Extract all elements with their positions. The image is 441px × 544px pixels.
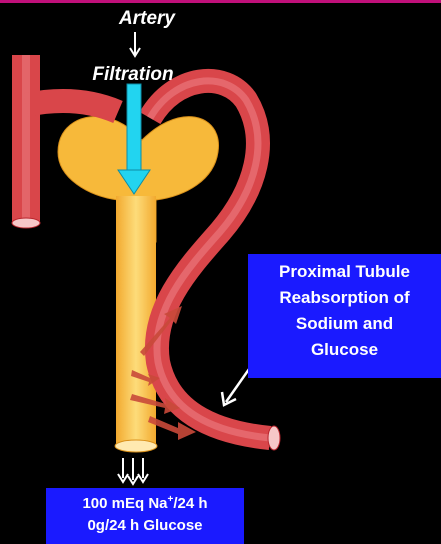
artery-label: Artery: [112, 8, 182, 30]
output-line-2: 0g/24 h Glucose: [46, 515, 244, 537]
tubule-opening: [115, 440, 157, 452]
callout-line-4: Glucose: [248, 337, 441, 363]
reabsorption-callout: Proximal Tubule Reabsorption of Sodium a…: [248, 254, 441, 378]
output-sodium-prefix: 100 mEq Na: [82, 495, 167, 512]
vessel-cut-bottom: [12, 218, 40, 228]
afferent-arteriole: [26, 101, 118, 112]
output-sodium-suffix: /24 h: [173, 495, 207, 512]
outflow-arrows: [118, 458, 148, 484]
artery-arrow: [130, 32, 140, 56]
vessel-cut-right: [268, 426, 280, 450]
callout-line-3: Sodium and: [248, 311, 441, 337]
output-callout: 100 mEq Na+/24 h 0g/24 h Glucose: [46, 488, 244, 544]
callout-line-2: Reabsorption of: [248, 285, 441, 311]
callout-line-1: Proximal Tubule: [248, 259, 441, 285]
filtration-label: Filtration: [78, 64, 188, 86]
output-line-1: 100 mEq Na+/24 h: [46, 493, 244, 515]
